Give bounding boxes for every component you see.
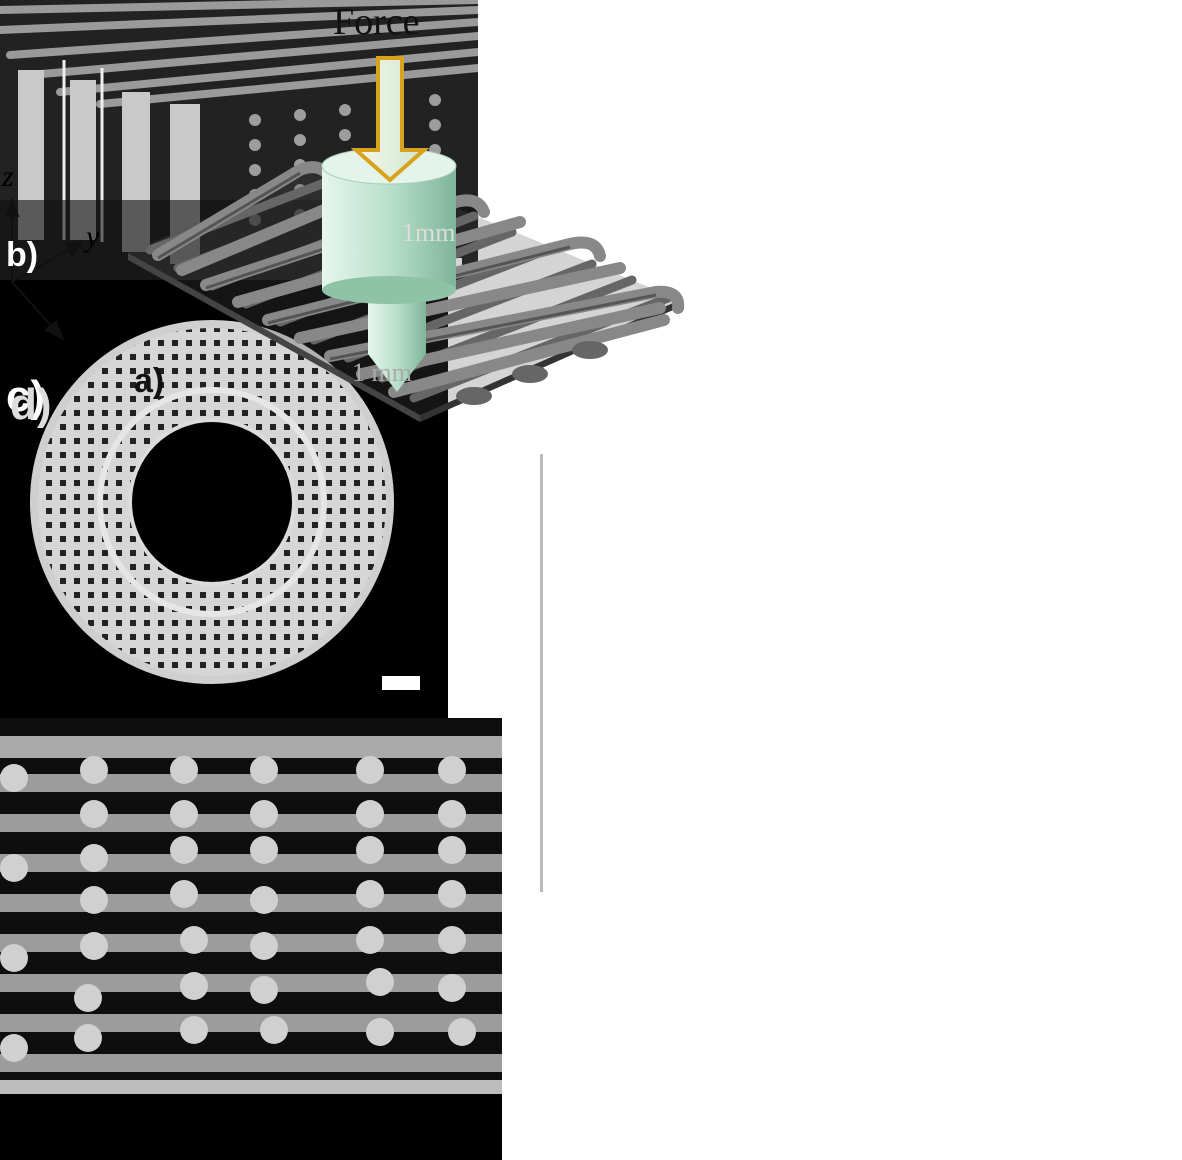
panel-c-label: c) [6,372,46,421]
panel-divider [540,454,543,892]
axis-y-label: y [86,220,100,253]
panel-b-label: b) [6,236,39,274]
panel-a-schematic [4,56,685,422]
force-arrow-icon [350,56,430,183]
scale-bar-c [382,676,420,690]
panel-c-scale-label: 1 mm [352,358,412,387]
axes-icon [4,197,85,341]
axis-z-label: z [2,160,14,193]
axis-x-label: x [64,325,78,358]
force-label: Force [333,1,420,43]
panel-a-label: a) [134,362,165,400]
panel-b-scale-label: 1mm [402,218,456,247]
panel-d-image: d) [0,380,502,1160]
